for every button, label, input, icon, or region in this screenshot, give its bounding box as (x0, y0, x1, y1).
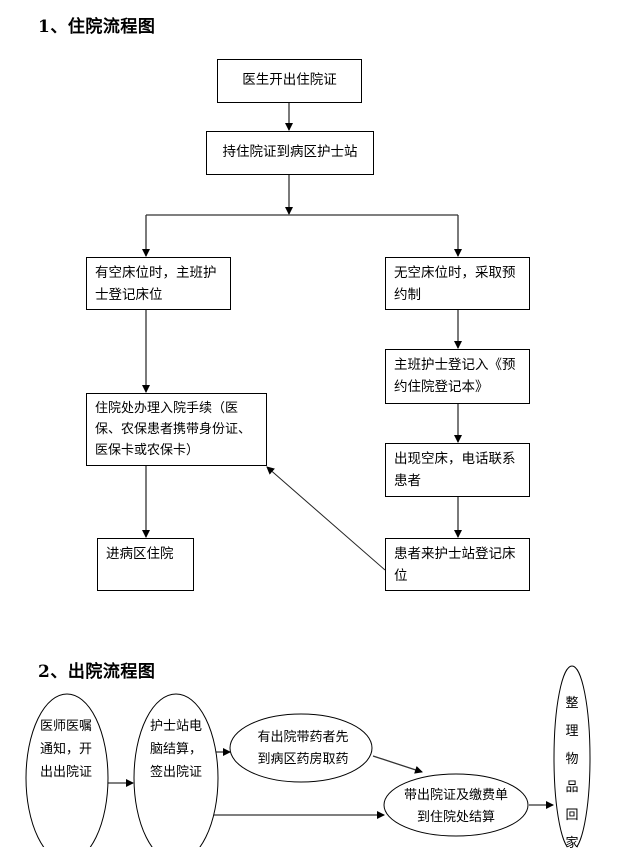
label-nurse-settle: 护士站电脑结算，签出院证 (150, 719, 203, 780)
node-register-book: 主班护士登记入《预约住院登记本》 (385, 349, 530, 404)
label-pharmacy: 有出院带药者先到病区药房取药 (257, 730, 349, 767)
admission-flow-title: 1、住院流程图 (38, 17, 156, 37)
ellipse-doctor-order (25, 693, 109, 847)
ellipse-nurse-settle (133, 693, 219, 847)
ellipse-cashier (383, 773, 529, 837)
node-enter-ward: 进病区住院 (97, 538, 194, 591)
node-bed-free-call: 出现空床，电话联系患者 (385, 443, 530, 497)
ellipse-pharmacy (229, 713, 373, 783)
node-to-nurse-station: 持住院证到病区护士站 (206, 131, 374, 175)
label-doctor-order: 医师医嘱 通知，开出出院证 (40, 719, 93, 780)
label-cashier: 带出院证及缴费单到住院处结算 (403, 788, 508, 825)
ellipse-go-home (553, 665, 591, 847)
arrow-pharmacy-to-cashier (372, 755, 423, 774)
discharge-flow-title: 2、出院流程图 (38, 662, 156, 682)
node-admission-office: 住院处办理入院手续（医保、农保患者携带身份证、医保卡或农保卡） (86, 393, 267, 466)
node-doctor-issue: 医生开出住院证 (217, 59, 362, 103)
node-patient-register: 患者来护士站登记床位 (385, 538, 530, 591)
arrow-patient-to-admission (266, 466, 386, 571)
node-no-bed: 无空床位时，采取预约制 (385, 257, 530, 310)
label-go-home: 整理物品回家 (565, 696, 579, 851)
node-bed-available: 有空床位时，主班护士登记床位 (86, 257, 231, 310)
connector-layer (25, 102, 591, 847)
